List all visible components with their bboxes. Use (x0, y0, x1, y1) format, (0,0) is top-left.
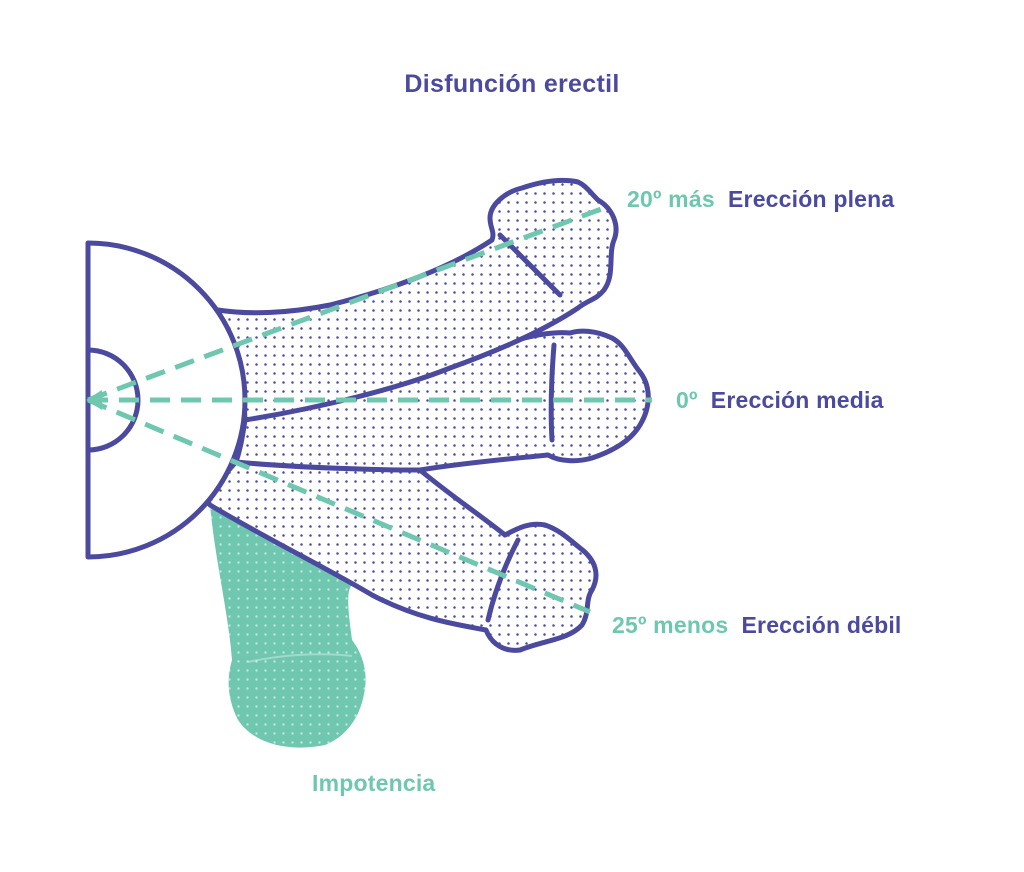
angle-full: 20º más (627, 186, 715, 212)
label-full-erection: 20º más Erección plena (627, 186, 894, 213)
angle-weak: 25º menos (612, 612, 729, 638)
state-medium: Erección media (710, 387, 884, 413)
label-medium-erection: 0º Erección media (676, 387, 884, 414)
full-erection-shape (215, 177, 619, 423)
state-weak: Erección débil (741, 612, 902, 638)
state-full: Erección plena (728, 186, 895, 212)
label-impotence: Impotencia (312, 770, 436, 796)
angle-medium: 0º (676, 387, 698, 413)
angle-guide-lines (87, 205, 652, 615)
origin-arrow-icon (86, 390, 102, 410)
diagram-title: Disfunción erectil (404, 70, 620, 98)
impotence-shape (210, 505, 366, 748)
label-weak-erection: 25º menos Erección débil (612, 612, 902, 639)
